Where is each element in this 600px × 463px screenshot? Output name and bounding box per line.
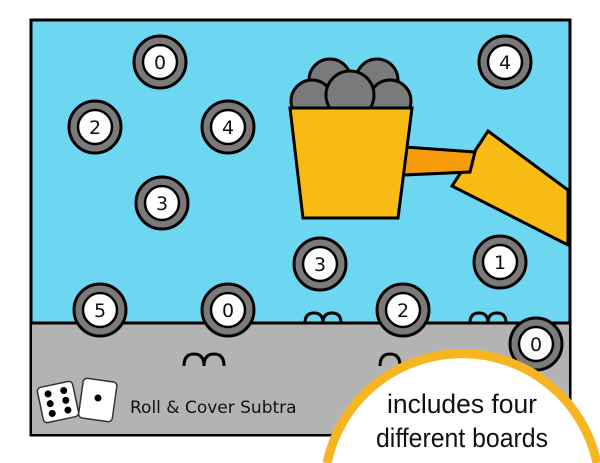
number-space-center	[141, 43, 179, 81]
number-space[interactable]: 1	[472, 234, 528, 290]
number-space[interactable]: 4	[477, 34, 533, 90]
number-space[interactable]: 5	[72, 282, 128, 338]
number-spaces: 0 4 2 4 3 3 1 5 0 2 0	[67, 34, 564, 372]
number-space[interactable]: 0	[200, 282, 256, 338]
number-space-value: 1	[494, 252, 506, 274]
bucket-icon	[288, 57, 570, 248]
number-space-center	[76, 108, 114, 146]
number-space-center	[143, 184, 181, 222]
board-title: Roll & Cover Subtra	[130, 398, 297, 418]
number-space-center	[209, 291, 247, 329]
number-space[interactable]: 3	[292, 236, 348, 292]
number-space[interactable]: 4	[200, 99, 256, 155]
number-space-value: 4	[499, 52, 511, 74]
number-space-value: 2	[89, 117, 101, 139]
number-space-value: 3	[156, 193, 168, 215]
badge-line-1: includes four	[387, 389, 537, 419]
number-space-center	[384, 291, 422, 329]
grass-tufts	[182, 311, 508, 367]
number-space-center	[517, 325, 555, 363]
number-space-value: 0	[154, 52, 166, 74]
number-space-value: 2	[397, 300, 409, 322]
number-space-value: 5	[94, 300, 106, 322]
number-space-value: 0	[222, 300, 234, 322]
number-space-value: 0	[530, 334, 542, 356]
number-space[interactable]: 2	[375, 282, 431, 338]
number-space[interactable]: 0	[132, 34, 188, 90]
number-space-value: 4	[222, 117, 234, 139]
badge-line-2: different boards	[376, 423, 548, 453]
number-space-center	[486, 43, 524, 81]
number-space[interactable]: 3	[134, 175, 190, 231]
number-space-center	[81, 291, 119, 329]
number-space[interactable]: 2	[67, 99, 123, 155]
number-space-center	[481, 243, 519, 281]
number-space[interactable]: 0	[508, 316, 564, 372]
number-space-center	[209, 108, 247, 146]
info-badge	[322, 349, 600, 463]
number-space-value: 3	[314, 254, 326, 276]
number-space-center	[301, 245, 339, 283]
dice-icon	[36, 377, 118, 424]
